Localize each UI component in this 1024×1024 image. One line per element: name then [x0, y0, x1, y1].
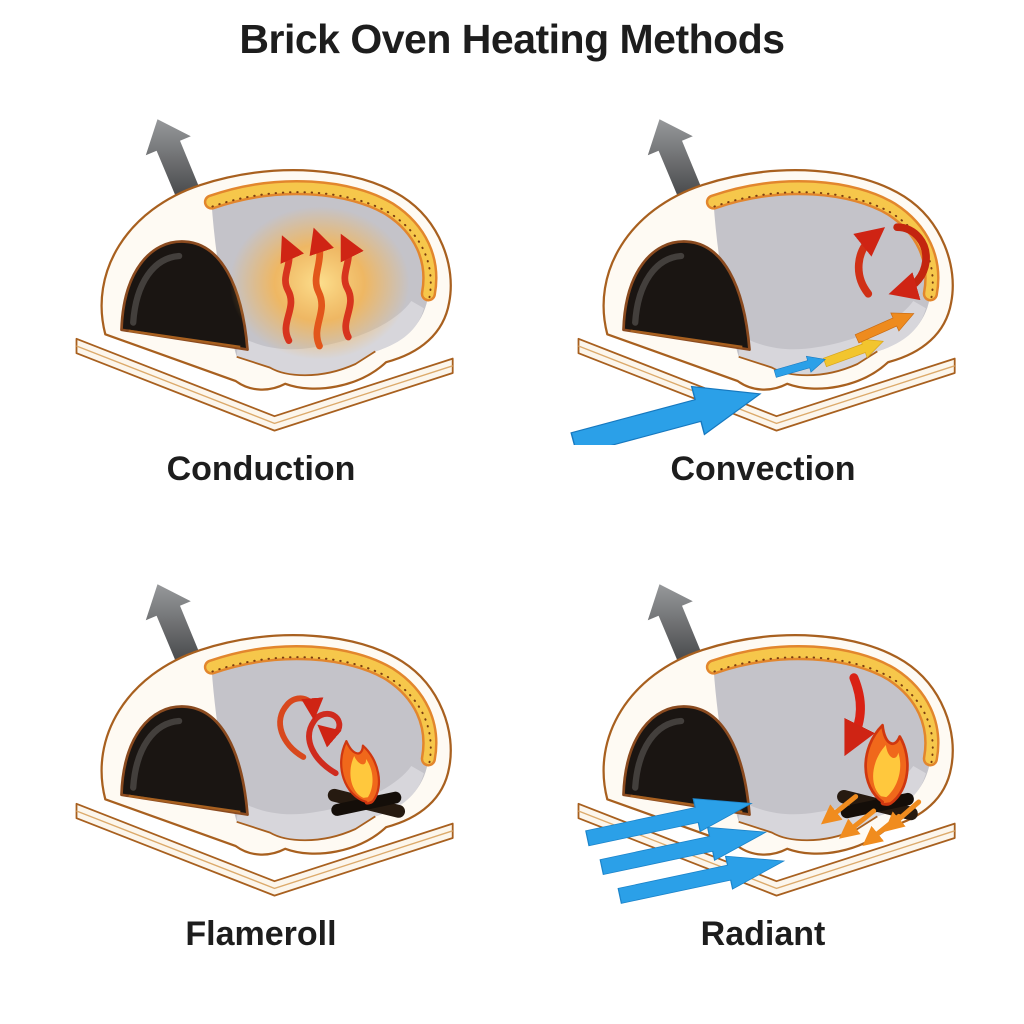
- panel-convection: Convection: [512, 67, 1014, 488]
- rising-heat-wave-arrows-icon: [280, 227, 364, 350]
- panel-flameroll: Flameroll: [10, 532, 512, 953]
- diagram-title: Brick Oven Heating Methods: [239, 16, 785, 62]
- rolling-flame-curl-arrows-icon: [277, 695, 343, 777]
- oven-radiant-illustration: [523, 532, 1003, 911]
- circulating-hot-air-arrows-icon: [853, 223, 930, 301]
- downward-radiant-heat-arrow-icon: [844, 673, 876, 757]
- oven-cutaway-icon: [579, 119, 955, 430]
- radiating-heat-arrows-icon: [820, 794, 922, 847]
- oven-panels-grid: Conduction Convection: [0, 63, 1024, 954]
- panel-conduction: Conduction: [10, 67, 512, 488]
- oven-convection-illustration: [567, 67, 1003, 445]
- panel-label-radiant: Radiant: [700, 915, 826, 954]
- oven-flameroll-illustration: [21, 532, 501, 910]
- oven-cutaway-icon: [77, 585, 453, 896]
- panel-label-conduction: Conduction: [166, 450, 356, 488]
- panel-radiant: Radiant: [512, 532, 1014, 953]
- panel-label-flameroll: Flameroll: [185, 915, 337, 954]
- oven-conduction-illustration: [21, 67, 501, 445]
- panel-label-convection: Convection: [670, 450, 856, 488]
